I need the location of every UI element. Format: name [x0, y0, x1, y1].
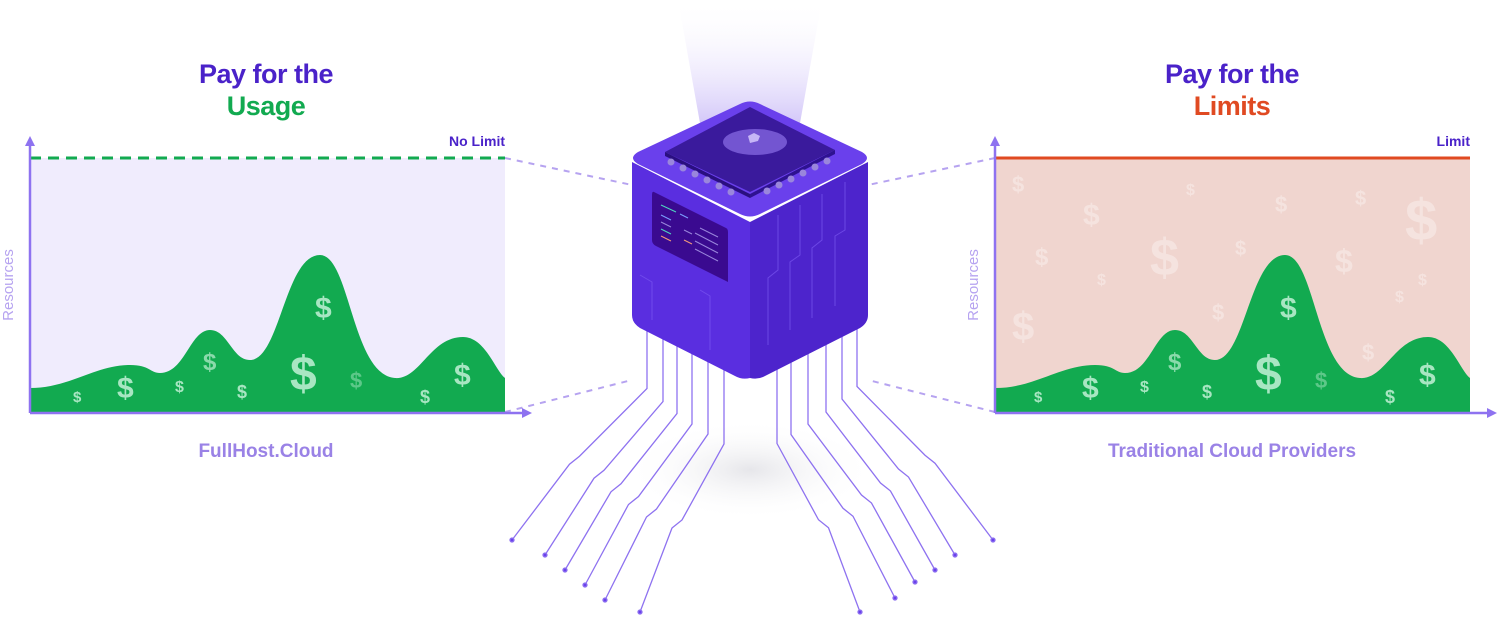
dollar-icon: $ [1082, 372, 1099, 405]
logo-icon [748, 133, 760, 143]
limits-panel: Pay for the Limits $ $ $ $ $ $ $ $ $ $ $… [965, 59, 1497, 462]
circuit-trace [825, 315, 936, 571]
usage-curve [30, 255, 505, 413]
face-traces [639, 182, 846, 350]
circuit-node [912, 579, 918, 585]
circuit-node [542, 552, 548, 558]
dollar-icon: $ [1315, 368, 1327, 393]
usage-title-line2: Usage [227, 91, 306, 121]
circuit-node [932, 567, 938, 573]
circuit-trace [544, 310, 664, 556]
usage-axes [25, 136, 532, 418]
circuit-trace [841, 310, 956, 556]
background-dollar-signs: $ $ $ $ $ $ $ $ $ $ $ $ $ $ $ $ [1012, 172, 1437, 365]
dollar-icon: $ [1150, 229, 1179, 287]
dollar-icon: $ [1035, 244, 1049, 271]
dollar-icon: $ [1419, 359, 1436, 392]
dollar-icon: $ [420, 387, 430, 407]
dollar-icon: $ [175, 379, 184, 396]
dollar-icon: $ [1186, 182, 1195, 199]
dollar-icon: $ [117, 372, 134, 405]
dollar-icon: $ [1275, 192, 1287, 217]
dollar-icon: $ [1418, 272, 1427, 289]
server-cube [509, 0, 996, 615]
dollar-icon: $ [1255, 348, 1282, 401]
dollar-icon: $ [73, 389, 82, 406]
no-limit-label: No Limit [449, 133, 505, 149]
limits-usage-curve [995, 255, 1470, 413]
circuit-trace [776, 322, 861, 613]
circuit-lines [509, 305, 996, 615]
dollar-icon: $ [203, 349, 217, 376]
circuit-node [582, 582, 588, 588]
dollar-icon: $ [1212, 300, 1224, 325]
circuit-trace [511, 305, 648, 541]
usage-caption: FullHost.Cloud [198, 441, 333, 462]
limits-caption: Traditional Cloud Providers [1108, 441, 1356, 462]
limits-axes [990, 136, 1497, 418]
usage-y-axis-label: Resources [0, 249, 17, 321]
chip-glow [723, 129, 787, 155]
dollar-icon: $ [237, 382, 247, 402]
dollar-icon: $ [1362, 340, 1374, 365]
dollar-icon: $ [1405, 188, 1437, 253]
dollar-icon: $ [1355, 188, 1366, 210]
dollar-icon: $ [1012, 305, 1034, 349]
circuit-trace [856, 305, 994, 541]
limit-label: Limit [1437, 133, 1471, 149]
circuit-node [952, 552, 958, 558]
dollar-icon: $ [1097, 272, 1106, 289]
dollar-icon: $ [1202, 382, 1212, 402]
chip-pins [667, 157, 831, 196]
circuit-node [509, 537, 515, 543]
dollar-icon: $ [350, 368, 362, 393]
dollar-icon: $ [1168, 349, 1182, 376]
circuit-node [857, 609, 863, 615]
circuit-trace [639, 322, 725, 613]
dollar-icon: $ [290, 348, 317, 401]
dollar-icon: $ [1235, 238, 1246, 260]
dollar-icon: $ [315, 292, 332, 325]
dollar-icon: $ [1395, 289, 1404, 306]
circuit-trace [584, 318, 693, 586]
limits-title-line2: Limits [1194, 91, 1271, 121]
dollar-icon: $ [1335, 243, 1353, 279]
circuit-node [562, 567, 568, 573]
usage-title-line1: Pay for the [199, 59, 334, 89]
light-beam [678, 0, 822, 140]
connector-lines [504, 157, 996, 413]
circuit-trace [564, 315, 678, 571]
circuit-trace [604, 320, 709, 601]
dollar-icon: $ [1034, 389, 1043, 406]
dollar-icon: $ [1280, 292, 1297, 325]
limits-y-axis-label: Resources [965, 249, 982, 321]
circuit-trace [807, 318, 916, 583]
dollar-icon: $ [454, 359, 471, 392]
status-screen [652, 191, 728, 282]
limits-title-line1: Pay for the [1165, 59, 1300, 89]
dollar-icon: $ [1083, 199, 1100, 232]
limits-dollar-signs: $ $ $ $ $ $ $ $ $ $ [1034, 292, 1436, 407]
circuit-node [602, 597, 608, 603]
dollar-icon: $ [1012, 172, 1024, 197]
circuit-trace [790, 320, 896, 599]
dollar-icon: $ [1140, 379, 1149, 396]
circuit-node [637, 609, 643, 615]
cube-right-face [750, 162, 868, 379]
circuit-node [990, 537, 996, 543]
usage-panel: Pay for the Usage No Limit $ $ $ $ $ $ $… [0, 59, 532, 462]
dollar-icon: $ [1385, 387, 1395, 407]
screen-lines [660, 204, 719, 262]
usage-dollar-signs: $ $ $ $ $ $ $ $ $ $ [73, 292, 471, 407]
circuit-node [892, 595, 898, 601]
